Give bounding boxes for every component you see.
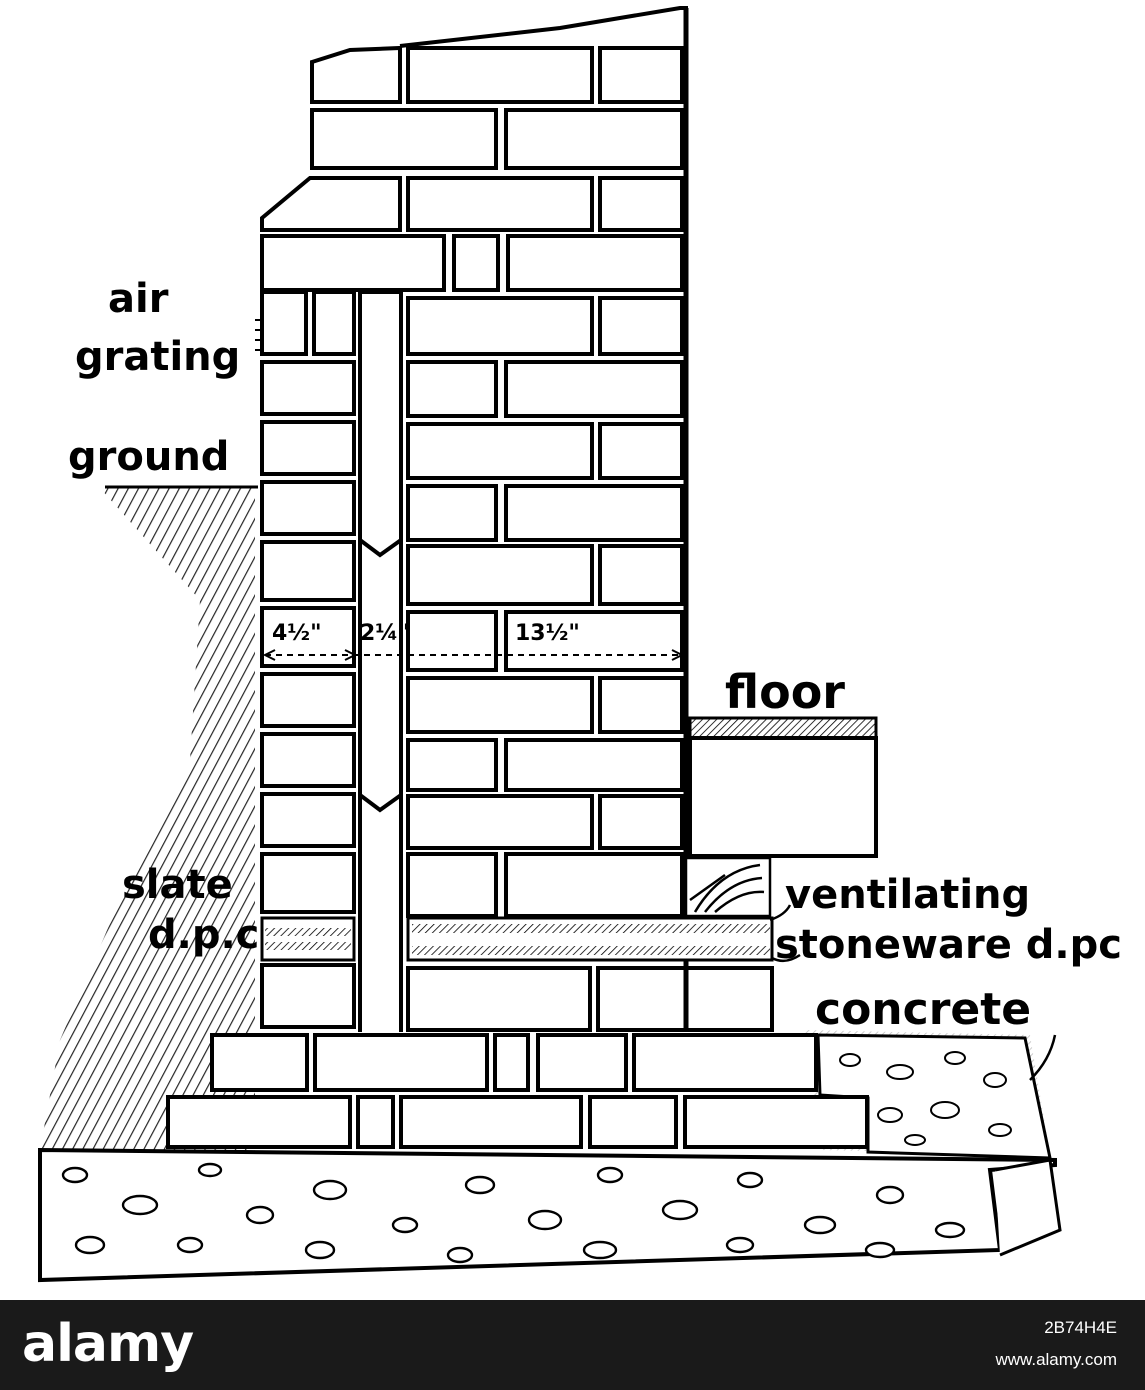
image-id: 2B74H4E [1044,1318,1117,1337]
dim-cavity: 2¼" [360,621,410,646]
label-grating: grating [75,334,240,380]
concrete-footing [38,1147,1062,1283]
cavity-wall-diagram: 4½" 2¼" 13½" air grating ground floor sl… [38,6,1122,1283]
label-stoneware-dpc: stoneware d.pc [775,922,1122,968]
leader-lines [769,904,1057,1081]
dim-overall: 13½" [515,621,580,646]
source-url: www.alamy.com [995,1350,1117,1369]
brand-logo: alamy [22,1314,194,1374]
dpc-layers [260,916,774,962]
outer-leaf [260,290,356,1029]
label-slate: slate [122,862,233,908]
dim-outer-leaf: 4½" [272,621,322,646]
label-slate-dpc: d.p.c [148,912,259,958]
footing-courses [166,1033,869,1149]
label-air: air [108,276,169,322]
label-ventilating: ventilating [785,872,1030,918]
label-floor: floor [725,665,845,719]
label-ground: ground [68,434,229,480]
concrete-infill [816,1033,1052,1160]
cavity [358,290,403,1032]
floor-joist [688,716,878,858]
label-concrete: concrete [815,984,1031,1035]
air-grating [255,319,262,351]
watermark-bar: alamy 2B74H4E www.alamy.com [0,1300,1145,1390]
ventilating-brick [684,856,772,918]
dimension-line [262,649,685,661]
